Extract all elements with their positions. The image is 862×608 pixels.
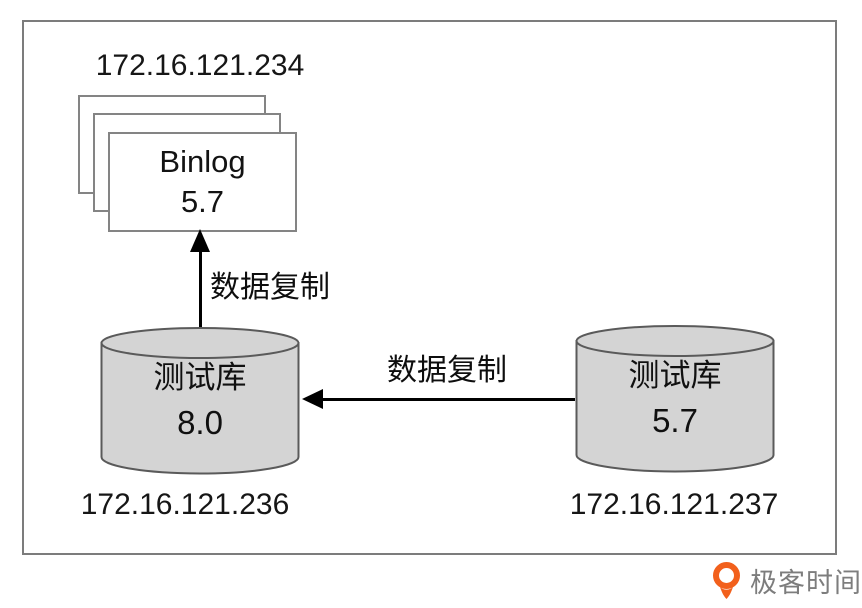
replication-left-arrow-head xyxy=(302,389,323,409)
replication-up-arrow-line xyxy=(199,251,202,332)
replication-left-label: 数据复制 xyxy=(387,354,507,387)
cylinder-top xyxy=(100,327,300,359)
cylinder-top xyxy=(575,325,775,357)
binlog-file-front: Binlog 5.7 xyxy=(108,132,297,232)
binlog-label: Binlog xyxy=(159,144,246,179)
binlog-version: 5.7 xyxy=(180,184,225,219)
database-target-name: 测试库 xyxy=(153,360,247,395)
database-target-ip: 172.16.121.236 xyxy=(80,488,290,521)
cylinder-shape xyxy=(100,327,300,475)
database-source-name: 测试库 xyxy=(628,358,722,393)
binlog-host-ip: 172.16.121.234 xyxy=(95,49,305,82)
database-target-text: 测试库 8.0 xyxy=(100,356,300,446)
database-source-text: 测试库 5.7 xyxy=(575,354,775,444)
cylinder-shape xyxy=(575,325,775,473)
geektime-logo-icon xyxy=(713,561,740,599)
database-source-version: 5.7 xyxy=(652,402,698,439)
database-source-cylinder: 测试库 5.7 xyxy=(575,324,775,474)
replication-left-arrow-line xyxy=(321,398,575,401)
replication-up-label: 数据复制 xyxy=(210,271,330,304)
database-target-cylinder: 测试库 8.0 xyxy=(100,326,300,476)
geektime-brand-name: 极客时间 xyxy=(750,568,862,598)
logo-ring xyxy=(713,561,740,589)
logo-tail xyxy=(720,586,733,599)
replication-up-arrow-head xyxy=(190,229,210,252)
cylinder-body xyxy=(575,340,775,473)
geektime-brand: 极客时间 xyxy=(710,561,862,600)
cylinder-body xyxy=(100,342,300,475)
database-target-version: 8.0 xyxy=(177,404,223,441)
database-source-ip: 172.16.121.237 xyxy=(569,488,779,521)
